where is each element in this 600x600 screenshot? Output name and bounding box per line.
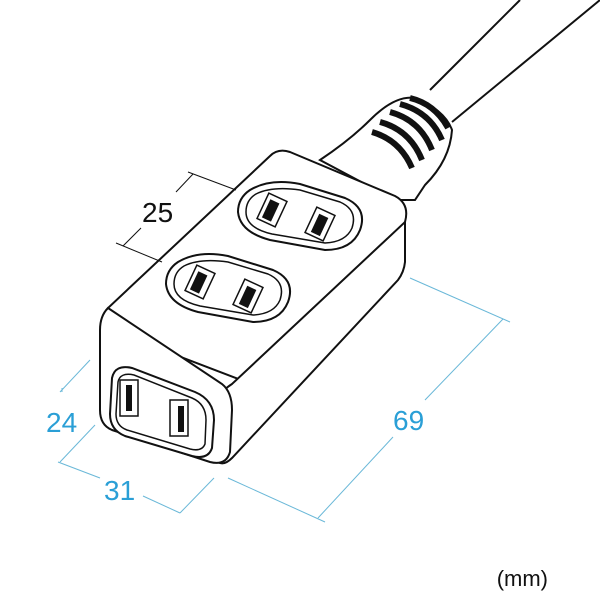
unit-label: (mm)	[496, 566, 548, 591]
outlet-end	[108, 366, 216, 458]
power-cord	[429, 0, 600, 123]
dimension-width	[57, 461, 215, 514]
outlet-middle	[164, 253, 292, 324]
dimension-label-outlet-pitch: 25	[142, 197, 173, 228]
strain-relief	[318, 95, 454, 201]
dimension-height	[59, 359, 96, 463]
dimension-label-width: 31	[104, 475, 135, 506]
dimension-label-length: 69	[393, 405, 424, 436]
dimension-length	[227, 277, 511, 523]
dimension-label-height: 24	[46, 407, 77, 438]
dimension-outlet-pitch	[115, 171, 237, 263]
outlet-top	[236, 181, 364, 252]
